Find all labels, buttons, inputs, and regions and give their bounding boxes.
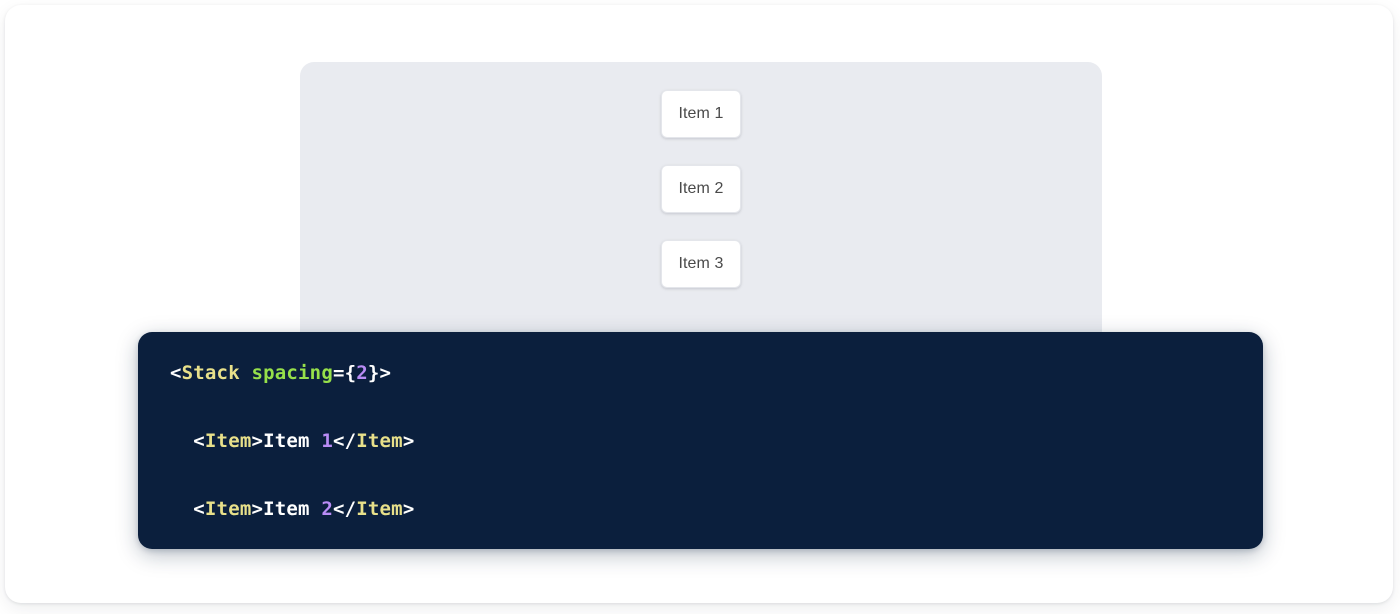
code-token-tag: Stack xyxy=(181,362,240,384)
component-preview-panel: Item 1 Item 2 Item 3 xyxy=(300,62,1102,362)
code-token-punct: </ xyxy=(332,498,357,520)
code-token-text: Item xyxy=(263,430,322,452)
stack-item-label: Item 1 xyxy=(678,105,724,122)
code-token-punct: > xyxy=(251,430,264,452)
code-token-tag: Item xyxy=(356,430,403,452)
code-token-punct: < xyxy=(170,362,182,384)
stack-item[interactable]: Item 3 xyxy=(661,240,741,288)
code-token-punct: </ xyxy=(332,430,357,452)
code-token-tag: Item xyxy=(204,430,252,452)
code-token-tag: Item xyxy=(204,498,252,520)
stack-item[interactable]: Item 1 xyxy=(661,90,741,138)
code-token-punct xyxy=(240,362,252,384)
code-token-punct: > xyxy=(251,498,264,520)
code-token-punct: }> xyxy=(367,362,392,384)
code-token-punct: < xyxy=(170,430,205,452)
code-token-num: 2 xyxy=(321,498,333,520)
code-line: <Item>Item 1</Item> xyxy=(170,424,414,458)
stack-item-label: Item 2 xyxy=(678,180,724,197)
code-block[interactable]: <Stack spacing={2}> <Item>Item 1</Item> … xyxy=(170,356,414,549)
stack-item[interactable]: Item 2 xyxy=(661,165,741,213)
code-token-num: 2 xyxy=(356,362,368,384)
stack-item-label: Item 3 xyxy=(678,255,724,272)
code-token-tag: Item xyxy=(356,498,403,520)
code-token-punct: > xyxy=(402,430,415,452)
code-token-num: 1 xyxy=(321,430,333,452)
stack-container: Item 1 Item 2 Item 3 xyxy=(300,62,1102,288)
code-token-attr: spacing xyxy=(251,362,333,384)
code-token-punct: > xyxy=(402,498,415,520)
code-token-punct: < xyxy=(170,498,205,520)
code-panel: <Stack spacing={2}> <Item>Item 1</Item> … xyxy=(138,332,1263,549)
code-token-text: Item xyxy=(263,498,322,520)
code-line: <Item>Item 2</Item> xyxy=(170,492,414,526)
code-token-punct: ={ xyxy=(332,362,357,384)
code-line: <Stack spacing={2}> xyxy=(170,356,414,390)
